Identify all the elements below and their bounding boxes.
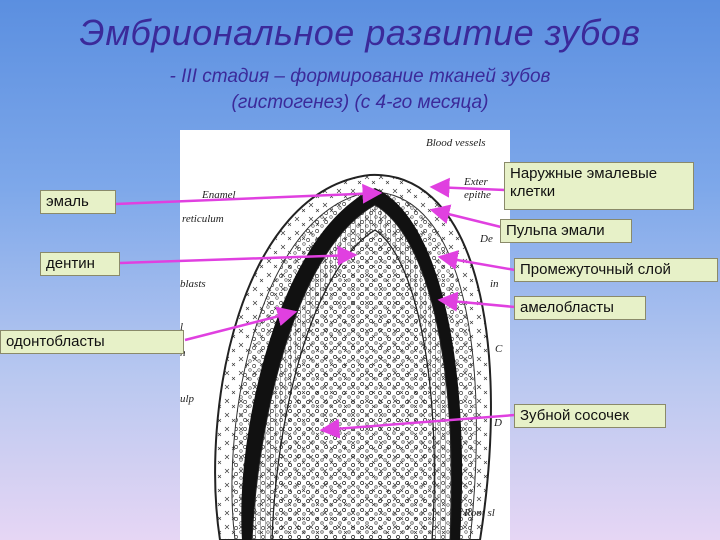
arrow-odontoblasts xyxy=(185,312,295,340)
label-enamel-pulp: Пульпа эмали xyxy=(500,219,632,243)
arrow-intermediate-layer xyxy=(440,257,515,270)
arrow-dental-papilla xyxy=(322,415,515,430)
label-outer-enamel-cells: Наружные эмалевые клетки xyxy=(504,162,694,210)
label-outer-enamel-cells-line-2: клетки xyxy=(510,183,688,201)
label-outer-enamel-cells-line-1: Наружные эмалевые xyxy=(510,165,688,183)
arrow-enamel xyxy=(115,193,380,204)
label-dentin: дентин xyxy=(40,252,120,276)
label-dental-papilla: Зубной сосочек xyxy=(514,404,666,428)
label-ameloblasts: амелобласты xyxy=(514,296,646,320)
arrow-ameloblasts xyxy=(440,300,515,307)
arrow-dentin xyxy=(120,255,355,263)
label-odontoblasts: одонтобласты xyxy=(0,330,184,354)
arrow-enamel-pulp xyxy=(432,210,505,228)
label-enamel: эмаль xyxy=(40,190,116,214)
label-intermediate-layer: Промежуточный слой xyxy=(514,258,718,282)
arrow-outer-enamel-cells xyxy=(432,187,505,190)
